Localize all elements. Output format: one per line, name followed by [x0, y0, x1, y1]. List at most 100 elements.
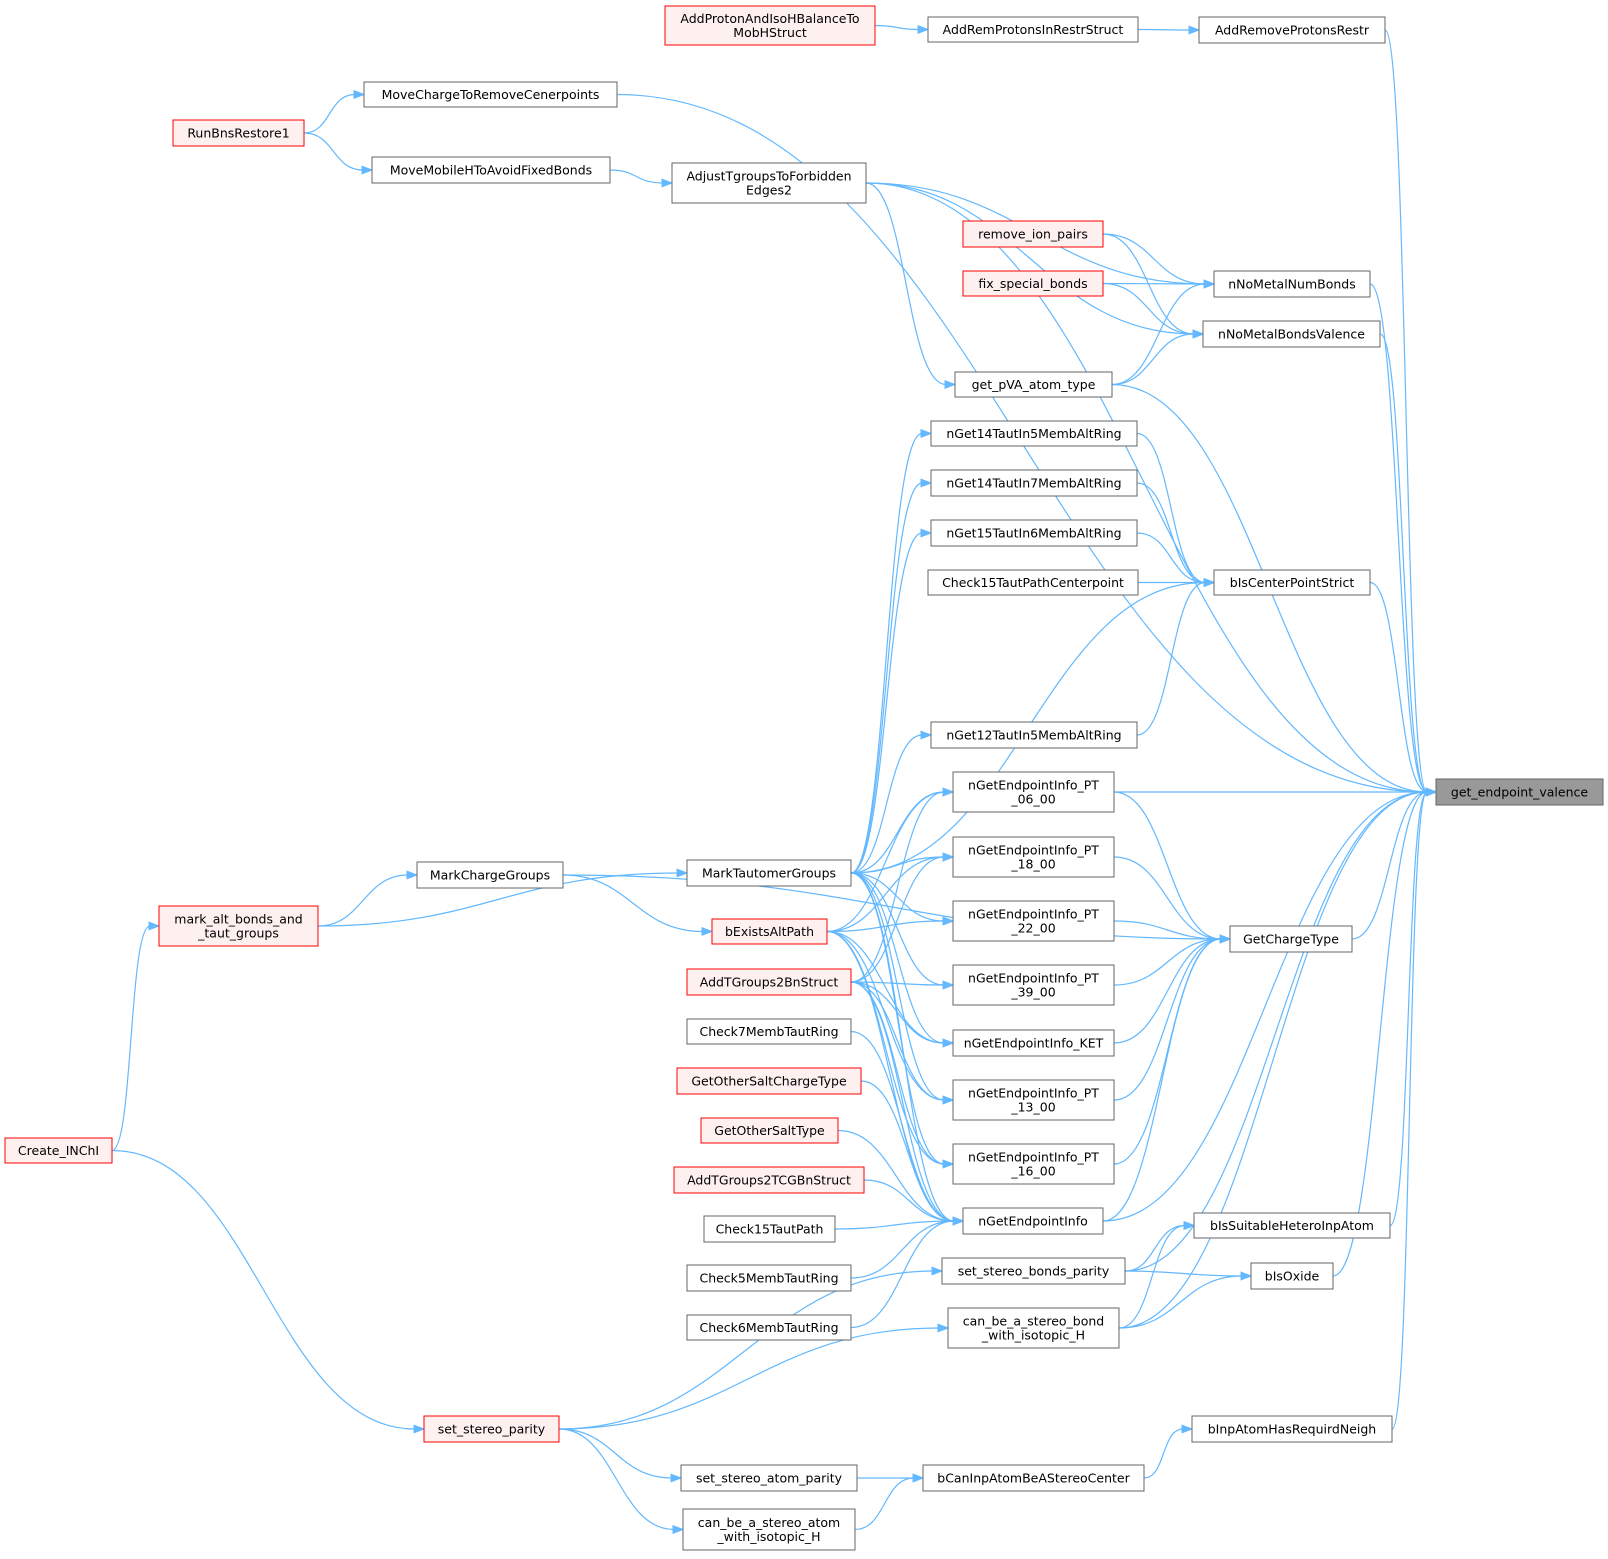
node-nGet12TautIn5MembAltRing[interactable]: nGet12TautIn5MembAltRing	[930, 721, 1138, 749]
node-bExistsAltPath[interactable]: bExistsAltPath	[711, 918, 828, 945]
node-get_pVA_atom_type[interactable]: get_pVA_atom_type	[954, 371, 1113, 398]
node-label: Check7MembTautRing	[699, 1024, 838, 1039]
call-edge-bExistsAltPath-to-nGetEndpointInfo_PT_18_00	[826, 856, 945, 933]
call-edge-nGetEndpointInfo_PT_13_00-to-GetChargeType	[1113, 938, 1222, 1101]
call-edge-can_be_a_stereo_bond_with_isotopic_H-to-root	[1118, 791, 1428, 1329]
node-label: nGet14TautIn5MembAltRing	[946, 426, 1121, 441]
call-edge-MarkTautomerGroups-to-nGet14TautIn7MembAltRing	[850, 482, 923, 874]
node-GetChargeType[interactable]: GetChargeType	[1229, 925, 1353, 953]
node-nGetEndpointInfo_PT_13_00[interactable]: nGetEndpointInfo_PT_13_00	[952, 1079, 1115, 1121]
node-nNoMetalNumBonds[interactable]: nNoMetalNumBonds	[1213, 270, 1371, 298]
node-nGetEndpointInfo_PT_18_00[interactable]: nGetEndpointInfo_PT_18_00	[952, 836, 1115, 878]
node-label: nNoMetalBondsValence	[1218, 327, 1365, 342]
node-label: _13_00	[1010, 1100, 1055, 1115]
call-edge-AddTGroups2BnStruct-to-nGetEndpointInfo_PT_39_00	[850, 981, 945, 986]
node-GetOtherSaltChargeType[interactable]: GetOtherSaltChargeType	[676, 1067, 862, 1095]
call-edge-set_stereo_parity-to-can_be_a_stereo_atom_with_isotopic_H	[558, 1428, 675, 1531]
node-set_stereo_atom_parity[interactable]: set_stereo_atom_parity	[680, 1464, 858, 1492]
node-label: MoveMobileHToAvoidFixedBonds	[390, 163, 592, 178]
node-label: _39_00	[1010, 985, 1055, 1000]
node-label: bIsOxide	[1265, 1269, 1320, 1284]
node-box	[962, 270, 1104, 297]
node-AddRemoveProtonsRestr[interactable]: AddRemoveProtonsRestr	[1198, 16, 1386, 44]
node-Create_INChI[interactable]: Create_INChI	[4, 1137, 113, 1164]
node-GetOtherSaltType[interactable]: GetOtherSaltType	[700, 1117, 839, 1144]
node-label: bIsSuitableHeteroInpAtom	[1210, 1218, 1374, 1233]
arrowhead-MarkChargeGroups-to-bExistsAltPath	[701, 926, 714, 937]
call-edge-set_stereo_bonds_parity-to-bIsSuitableHeteroInpAtom	[1124, 1224, 1186, 1272]
node-MoveMobileHToAvoidFixedBonds[interactable]: MoveMobileHToAvoidFixedBonds	[371, 156, 611, 184]
node-bIsOxide[interactable]: bIsOxide	[1250, 1262, 1334, 1290]
node-RunBnsRestore1[interactable]: RunBnsRestore1	[172, 119, 305, 147]
call-edge-AddRemProtonsInRestrStruct-to-AddRemoveProtonsRestr	[1137, 28, 1191, 31]
node-bCanInpAtomBeAStereoCenter[interactable]: bCanInpAtomBeAStereoCenter	[922, 1464, 1145, 1492]
node-label: _16_00	[1010, 1164, 1055, 1179]
node-Check15TautPathCenterpoint[interactable]: Check15TautPathCenterpoint	[927, 569, 1139, 596]
call-edge-MarkTautomerGroups-to-nGetEndpointInfo_PT_22_00	[850, 872, 945, 922]
node-label: nGet12TautIn5MembAltRing	[946, 728, 1121, 743]
node-AddRemProtonsInRestrStruct[interactable]: AddRemProtonsInRestrStruct	[927, 16, 1139, 43]
arrowhead-bInpAtomHasRequirdNeigh-to-root	[1425, 787, 1438, 797]
node-bIsCenterPointStrict[interactable]: bIsCenterPointStrict	[1213, 569, 1371, 596]
node-Check7MembTautRing[interactable]: Check7MembTautRing	[686, 1018, 852, 1045]
arrowhead-set_stereo_parity-to-can_be_a_stereo_atom_with_isotopic_H	[672, 1524, 685, 1535]
node-nGet14TautIn5MembAltRing[interactable]: nGet14TautIn5MembAltRing	[930, 420, 1138, 447]
node-fix_special_bonds[interactable]: fix_special_bonds	[962, 270, 1104, 297]
node-nGet15TautIn6MembAltRing[interactable]: nGet15TautIn6MembAltRing	[930, 519, 1138, 547]
call-edge-remove_ion_pairs-to-nNoMetalNumBonds	[1102, 233, 1206, 285]
node-set_stereo_bonds_parity[interactable]: set_stereo_bonds_parity	[941, 1257, 1126, 1285]
call-edge-MarkChargeGroups-to-GetChargeType	[562, 874, 1222, 940]
call-edge-nNoMetalBondsValence-to-root	[1379, 333, 1428, 793]
call-edge-MoveMobileHToAvoidFixedBonds-to-AdjustTgroupsToForbiddenEdges2	[609, 169, 664, 184]
node-box	[1250, 1262, 1334, 1290]
call-edge-AddTGroups2TCGBnStruct-to-nGetEndpointInfo	[863, 1179, 955, 1222]
node-bInpAtomHasRequirdNeigh[interactable]: bInpAtomHasRequirdNeigh	[1191, 1415, 1393, 1443]
node-label: MobHStruct	[733, 25, 807, 40]
node-label: _18_00	[1010, 857, 1055, 872]
arrowhead-MarkTautomerGroups-to-nGet14TautIn7MembAltRing	[920, 478, 933, 488]
node-box	[686, 1314, 852, 1341]
node-nGet14TautIn7MembAltRing[interactable]: nGet14TautIn7MembAltRing	[930, 469, 1138, 497]
node-nGetEndpointInfo_KET[interactable]: nGetEndpointInfo_KET	[952, 1029, 1115, 1057]
node-label: set_stereo_bonds_parity	[958, 1264, 1110, 1279]
node-label: bInpAtomHasRequirdNeigh	[1208, 1422, 1376, 1437]
node-set_stereo_parity[interactable]: set_stereo_parity	[423, 1415, 560, 1443]
node-remove_ion_pairs[interactable]: remove_ion_pairs	[962, 220, 1104, 248]
node-box	[686, 1018, 852, 1045]
call-edge-Create_INChI-to-set_stereo_parity	[111, 1149, 416, 1430]
node-AddTGroups2TCGBnStruct[interactable]: AddTGroups2TCGBnStruct	[673, 1166, 865, 1194]
node-AddTGroups2BnStruct[interactable]: AddTGroups2BnStruct	[686, 968, 852, 996]
node-Check6MembTautRing[interactable]: Check6MembTautRing	[686, 1314, 852, 1341]
node-mark_alt_bonds_and_taut_groups[interactable]: mark_alt_bonds_and_taut_groups	[158, 905, 319, 947]
node-nGetEndpointInfo_PT_16_00[interactable]: nGetEndpointInfo_PT_16_00	[952, 1143, 1115, 1185]
node-Check15TautPath[interactable]: Check15TautPath	[703, 1215, 836, 1243]
call-edge-AddTGroups2BnStruct-to-nGetEndpointInfo_PT_13_00	[850, 981, 945, 1101]
node-MarkTautomerGroups[interactable]: MarkTautomerGroups	[686, 859, 852, 887]
node-label: AddProtonAndIsoHBalanceTo	[680, 11, 859, 26]
node-bIsSuitableHeteroInpAtom[interactable]: bIsSuitableHeteroInpAtom	[1193, 1212, 1391, 1239]
call-edge-Create_INChI-to-mark_alt_bonds_and_taut_groups	[111, 925, 151, 1152]
call-edge-MarkTautomerGroups-to-nGetEndpointInfo_KET	[850, 872, 945, 1044]
node-MarkChargeGroups[interactable]: MarkChargeGroups	[416, 861, 564, 889]
call-edge-RunBnsRestore1-to-MoveChargeToRemoveCenerpoints	[303, 93, 356, 134]
node-box	[676, 1067, 862, 1095]
node-MoveChargeToRemoveCenerpoints[interactable]: MoveChargeToRemoveCenerpoints	[363, 81, 618, 108]
node-label: nGetEndpointInfo_PT	[968, 1150, 1099, 1165]
node-nGetEndpointInfo[interactable]: nGetEndpointInfo	[962, 1207, 1104, 1235]
node-box	[671, 162, 867, 204]
node-nGetEndpointInfo_PT_06_00[interactable]: nGetEndpointInfo_PT_06_00	[952, 771, 1115, 813]
call-edge-set_stereo_parity-to-set_stereo_bonds_parity	[558, 1270, 934, 1430]
call-edge-bIsCenterPointStrict-to-root	[1369, 581, 1428, 793]
node-Check5MembTautRing[interactable]: Check5MembTautRing	[686, 1264, 852, 1292]
node-nGetEndpointInfo_PT_22_00[interactable]: nGetEndpointInfo_PT_22_00	[952, 900, 1115, 942]
node-nNoMetalBondsValence[interactable]: nNoMetalBondsValence	[1202, 320, 1381, 348]
call-edge-AddTGroups2BnStruct-to-nGetEndpointInfo_KET	[850, 981, 945, 1044]
node-can_be_a_stereo_bond_with_isotopic_H[interactable]: can_be_a_stereo_bond_with_isotopic_H	[947, 1307, 1120, 1349]
node-box	[371, 156, 611, 184]
node-label: Edges2	[746, 183, 792, 198]
call-edge-nGetEndpointInfo-to-root	[1102, 791, 1428, 1222]
node-nGetEndpointInfo_PT_39_00[interactable]: nGetEndpointInfo_PT_39_00	[952, 964, 1115, 1006]
node-can_be_a_stereo_atom_with_isotopic_H[interactable]: can_be_a_stereo_atom_with_isotopic_H	[682, 1508, 856, 1551]
